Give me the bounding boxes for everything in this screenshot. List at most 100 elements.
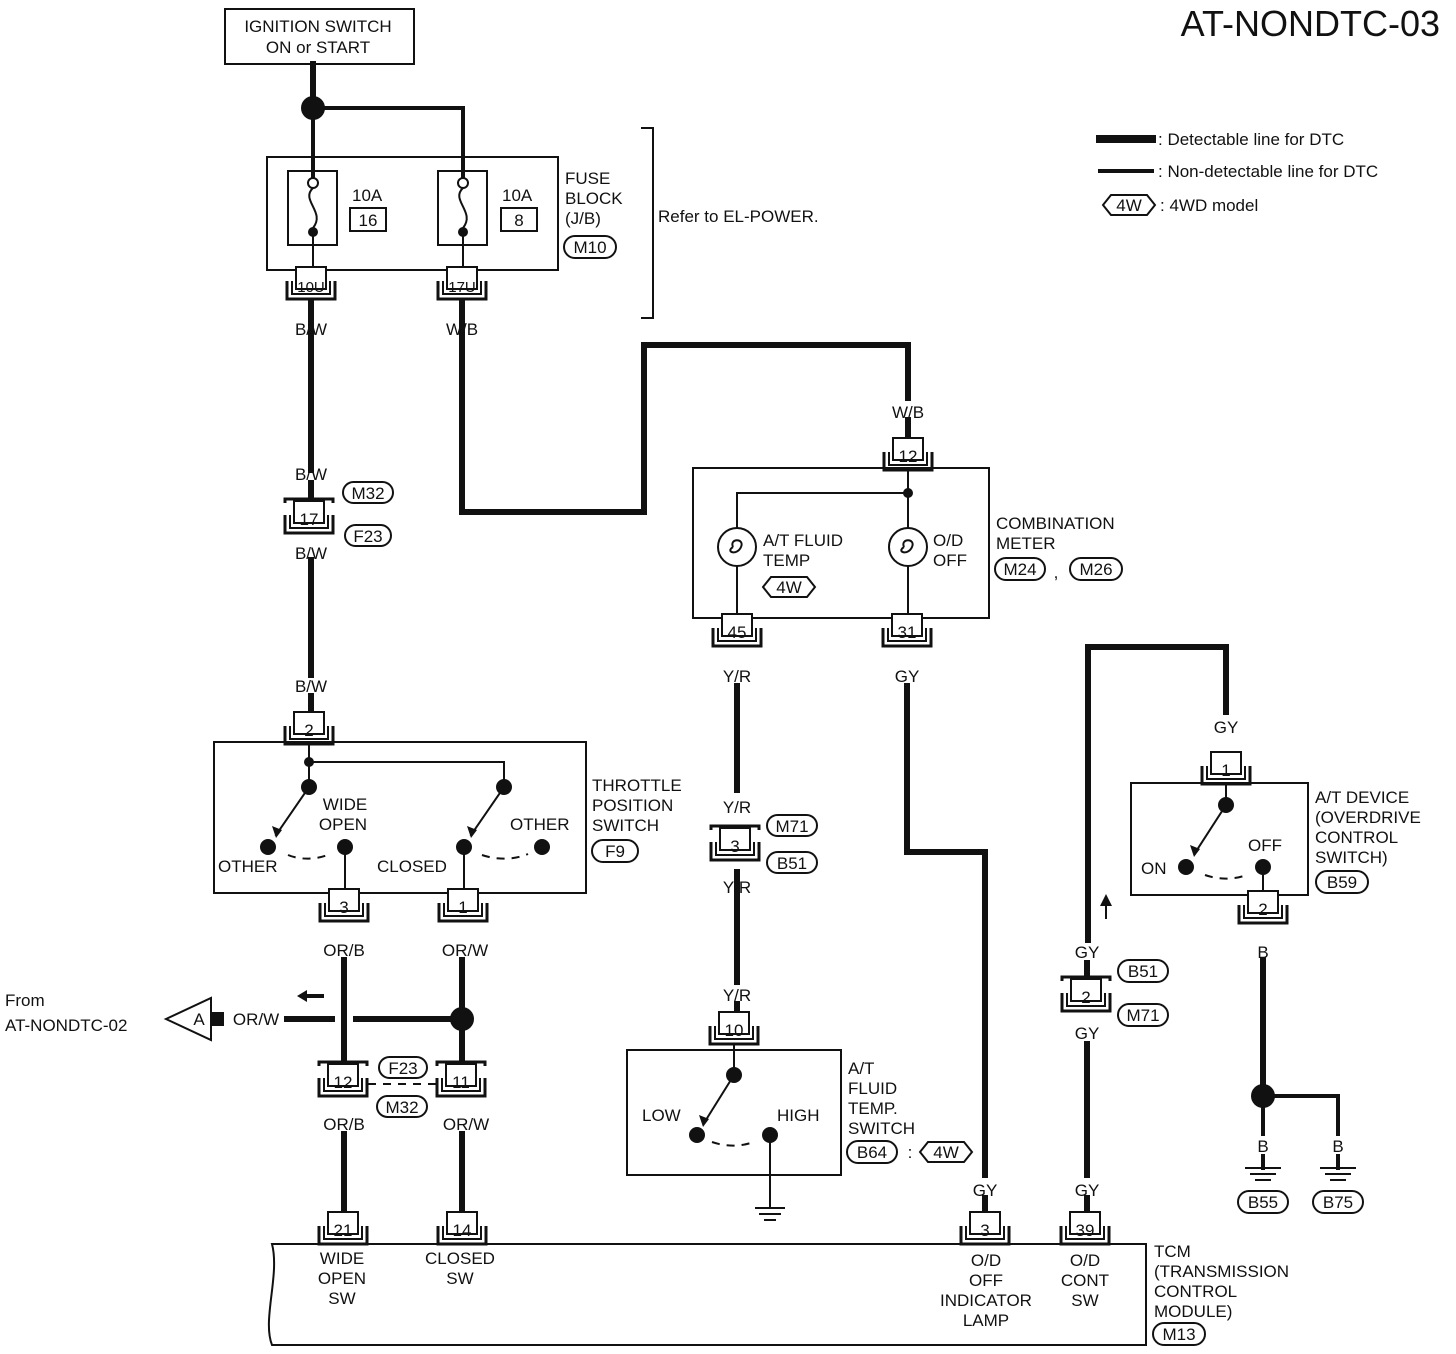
fluid-switch-terminal-10: 10 [725,1021,744,1040]
wire-label-gy-1: GY [895,667,920,686]
wire-label-wb-1: W/B [446,320,478,339]
at-device-label3: CONTROL [1315,828,1398,847]
fuse-block-label1: FUSE [565,169,610,188]
lamp1-line1: A/T FLUID [763,531,843,550]
throttle-connector: F9 [605,842,625,861]
tcm-terminal-3: 3 [980,1221,989,1240]
tcm-od-l1: O/D [971,1251,1001,1270]
wire-label-gy-2: GY [1214,718,1239,737]
wire-label-bw-3: B/W [295,544,327,563]
at-device-label1: A/T DEVICE [1315,788,1409,807]
fuse-terminal-17u: 17U [448,279,476,296]
tcm-label1: TCM [1154,1242,1191,1261]
at-device-label4: SWITCH) [1315,848,1388,867]
fuse2-num: 8 [514,211,523,230]
tcm-label3: CONTROL [1154,1282,1237,1301]
joint3-conn1: M71 [775,817,808,836]
wire-label-wb-2: W/B [892,403,924,422]
lamp2-line1: O/D [933,531,963,550]
fuse2-amp: 10A [502,186,533,205]
wire-label-orw-1: OR/W [442,941,488,960]
tcm-label4: MODULE) [1154,1302,1232,1321]
from-reference: From AT-NONDTC-02 A [5,990,324,1042]
wire-label-b-1: B [1257,943,1268,962]
throttle-label2: POSITION [592,796,673,815]
ground-symbol-b75 [1320,1167,1356,1181]
tcm-terminal-14: 14 [453,1221,472,1240]
legend: : Detectable line for DTC : Non-detectab… [1096,130,1378,216]
joint-12-11-conn1: F23 [388,1059,417,1078]
tcm-closed-l1: CLOSED [425,1249,495,1268]
ignition-switch: IGNITION SWITCH ON or START [224,8,415,65]
joint-connector-12-11: 12 11 F23 M32 [317,1056,487,1118]
throttle-label3: SWITCH [592,816,659,835]
combination-meter: 12 A/T FLUID TEMP 4W O/D OFF 45 31 COMBI… [692,436,1123,648]
wire-label-bw-4: B/W [295,677,327,696]
tcm-od-l2: OFF [969,1271,1003,1290]
joint-terminal-11: 11 [452,1073,470,1092]
tcm-wide-l3: SW [328,1289,355,1308]
joint17-conn2: F23 [353,527,382,546]
od-off-lamp [888,527,928,567]
fluid-switch-label2: FLUID [848,1079,897,1098]
ignition-line1: IGNITION SWITCH [244,17,391,36]
at-device-terminal-2: 2 [1258,900,1267,919]
fuse-terminal-10u: 10U [297,279,325,296]
throttle-terminal-3: 3 [339,898,348,917]
fluid-switch-high: HIGH [777,1106,820,1125]
throttle-other-right: OTHER [510,815,570,834]
tcm-od-l4: LAMP [963,1311,1009,1330]
at-device: 1 ON OFF 2 A/T DEVICE (OVERDRIVE CONTROL… [1100,750,1421,925]
splice-ignition [301,96,325,120]
joint2-conn2: M71 [1126,1006,1159,1025]
joint-connector-2: 2 B51 M71 [1060,959,1169,1027]
legend-4w-text: 4W [1116,196,1142,215]
meter-label1: COMBINATION [996,514,1115,533]
joint2-conn1: B51 [1128,962,1158,981]
from-line1: From [5,991,45,1010]
wire-label-orw-2: OR/W [233,1010,279,1029]
tcm-cont-l3: SW [1071,1291,1098,1310]
ignition-line2: ON or START [266,38,370,57]
fluid-switch-badge: 4W [933,1143,959,1162]
joint17-conn1: M32 [351,484,384,503]
tcm: 21 14 3 39 WIDE OPEN SW CLOSED SW O/D OF… [267,1210,1289,1346]
tcm-terminal-21: 21 [334,1221,353,1240]
wire-label-gy-5: GY [973,1181,998,1200]
wire-label-yr-2: Y/R [723,798,751,817]
legend-4w-badge [1101,194,1157,216]
joint3-terminal: 3 [730,837,739,856]
joint-connector-3: 3 M71 B51 [709,814,818,874]
throttle-closed: CLOSED [377,857,447,876]
meter-terminal-12: 12 [899,447,918,466]
splices [301,96,1275,1108]
fluid-temp-switch: 10 LOW HIGH A/T FLUID TEMP. SWITCH B64 :… [626,1010,974,1221]
from-marker: A [193,1010,205,1029]
joint3-conn2: B51 [777,854,807,873]
throttle-other-left: OTHER [218,857,278,876]
tcm-wide-l2: OPEN [318,1269,366,1288]
ground-symbol-b55 [1245,1167,1281,1181]
fuse-block-label2: BLOCK [565,189,623,208]
meter-terminal-31: 31 [898,623,917,642]
lamp2-line2: OFF [933,551,967,570]
at-device-terminal-1: 1 [1221,761,1230,780]
wire-label-gy-4: GY [1075,1024,1100,1043]
meter-conn2: M26 [1079,560,1112,579]
at-device-off: OFF [1248,836,1282,855]
fluid-switch-sep: : [908,1143,913,1162]
tcm-label2: (TRANSMISSION [1154,1262,1289,1281]
throttle-position-switch: 2 WIDE OPEN OTHER CLOSED OTHER 3 1 THROT… [213,710,682,923]
splice-ground [1251,1084,1275,1108]
tcm-od-l3: INDICATOR [940,1291,1032,1310]
throttle-label1: THROTTLE [592,776,682,795]
tcm-terminal-39: 39 [1076,1221,1095,1240]
throttle-wide-l1: WIDE [323,795,367,814]
joint-terminal-12: 12 [334,1073,353,1092]
meter-conn1: M24 [1003,560,1036,579]
ground-b55: B55 [1248,1193,1278,1212]
grounds: B55 B75 [1237,1167,1364,1214]
joint2-terminal: 2 [1081,988,1090,1007]
fuse-block: 10A 16 10A 8 FUSE BLOCK (J/B) M10 10U 17… [266,127,819,319]
